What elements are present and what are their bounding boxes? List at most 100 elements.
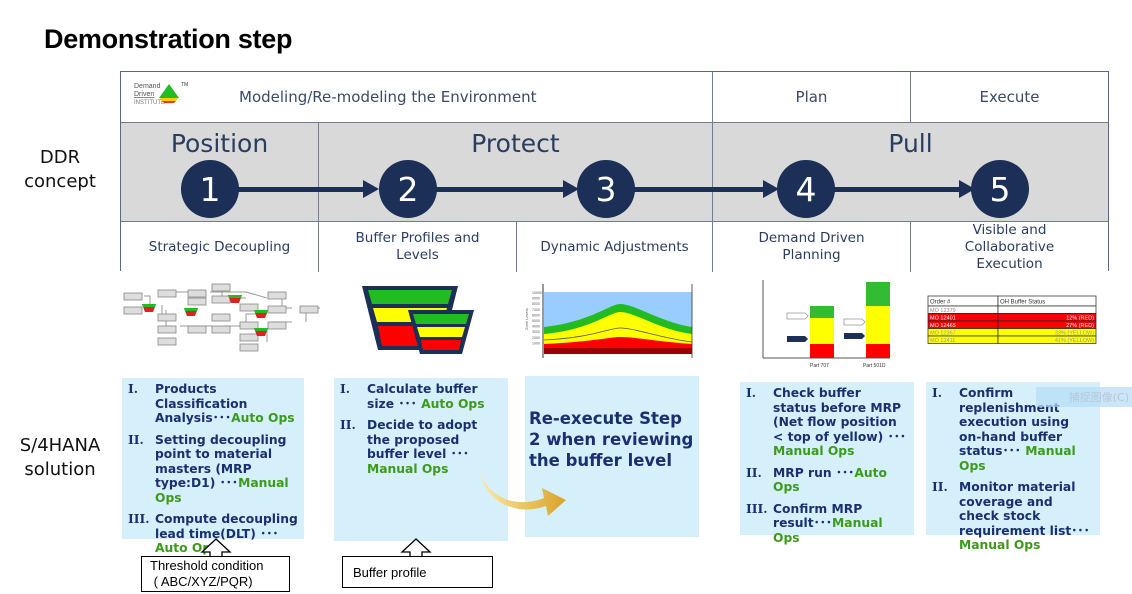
order-table-buffer-status: 41% (YELLOW) <box>1055 338 1094 344</box>
solution-item-number: III. <box>128 511 150 526</box>
buffer-large-green <box>368 290 452 304</box>
step-label-3: Dynamic Adjustments <box>517 221 713 272</box>
buffer-small-red <box>421 340 461 350</box>
solution-item-text: Products Classification Analysis･･･Auto … <box>155 382 298 426</box>
solution-item: II. Decide to adopt the proposed buffer l… <box>340 417 502 476</box>
zone-tick-label: 9000 <box>532 297 540 301</box>
step-label-2: Buffer Profiles and Levels <box>319 221 517 272</box>
row-label-s4hana-solution: S/4HANA solution <box>6 434 114 482</box>
solution-item-description: MRP run <box>773 465 832 480</box>
solution-item-number: II. <box>128 431 144 447</box>
zone-tick-label: 6000 <box>532 313 540 317</box>
solution-item-description: Products Classification Analysis <box>155 382 248 425</box>
callout-pointer-threshold <box>200 538 232 558</box>
curved-arrow-shape <box>480 474 566 516</box>
solution-item-number: I. <box>128 381 139 396</box>
part501d-red <box>866 344 890 358</box>
solution-item-text: Calculate buffer size ･･･ Auto Ops <box>367 382 502 411</box>
solution-item-separator: ･･･ <box>883 429 911 444</box>
solution-item-number: II. <box>746 464 762 480</box>
solution-item-separator: ･･･ <box>831 465 855 480</box>
solution-item-separator: ･･･ <box>813 516 833 530</box>
order-table-buffer-status: 12% (RED) <box>1066 316 1094 322</box>
logo-triangle-green <box>159 84 179 98</box>
order-table-header-text: OH Buffer Status <box>1000 300 1045 306</box>
row-label-line: concept <box>24 171 96 192</box>
solution-item-number: II. <box>340 417 356 432</box>
solution-item-description: Setting decoupling point to material mas… <box>155 432 287 491</box>
solution-box-planning: I.Check buffer status before MRP (Net fl… <box>740 382 914 545</box>
solution-item-separator: ･･･ <box>212 411 232 425</box>
callout-threshold-line1: Threshold condition <box>150 558 264 573</box>
arrow-1-2 <box>237 187 365 192</box>
solution-item-description: Confirm MRP result <box>773 501 863 531</box>
zone-flow-line <box>543 327 693 343</box>
arrow-4-5 <box>833 187 961 192</box>
row-label-line: solution <box>24 459 96 480</box>
order-table-row-cell <box>997 335 1097 344</box>
step-label-text: Strategic Decoupling <box>148 238 291 255</box>
part707-label: Part 707 <box>810 363 829 369</box>
solution-item-description: Decide to adopt the proposed buffer leve… <box>367 418 478 461</box>
step-label-1: Strategic Decoupling <box>121 221 319 272</box>
part707-top-marker <box>786 312 809 320</box>
part707-green <box>810 306 834 318</box>
solution-item-ops-type: Manual Ops <box>959 538 1041 552</box>
phase-protect-label: Protect <box>471 129 560 158</box>
solution-item-text: Confirm MRP result･･･Manual Ops <box>773 502 908 546</box>
solution-box-position: I.Products Classification Analysis･･･Aut… <box>122 378 304 555</box>
arrow-2-3-head <box>563 180 579 198</box>
solution-item-separator: ･･･ <box>1071 523 1090 538</box>
header-modeling-label: Modeling/Re-modeling the Environment <box>239 88 537 106</box>
solution-item-text: Decide to adopt the proposed buffer leve… <box>367 418 502 476</box>
order-table-buffer-status: 27% (RED) <box>1066 323 1094 329</box>
buffer-small-green <box>413 314 469 324</box>
solution-item-text: Monitor material coverage and check stoc… <box>959 480 1094 553</box>
logo-text-driven: Driven <box>134 91 154 98</box>
zone-tick-label: 3000 <box>532 330 540 334</box>
part501d-netflow-marker <box>844 333 865 339</box>
logo-text-institute: INSTITUTE <box>134 100 165 106</box>
solution-item-separator: ･･･ <box>215 476 239 490</box>
solution-item-separator: ･･･ <box>394 396 422 411</box>
capture-image-button[interactable]: 捕捉图像(C) <box>1036 387 1132 407</box>
zone-axis-label: Zone Levels <box>524 308 529 330</box>
arrow-3-4-head <box>763 180 779 198</box>
solution-item-text: Setting decoupling point to material mas… <box>155 433 298 506</box>
zone-tick-label: 2000 <box>532 336 540 340</box>
ddi-logo: Demand Driven INSTITUTE TM <box>133 78 203 112</box>
solution-item: I.Confirm replenishment execution using … <box>932 385 1094 473</box>
solution-item-description: Monitor material coverage and check stoc… <box>959 480 1076 538</box>
demand-driven-planning-chart: Part 707 Part 501D <box>762 280 890 369</box>
header-plan-label: Plan <box>795 88 828 106</box>
step-label-text: Dynamic Adjustments <box>540 238 689 255</box>
callout-buffer-profile-text: Buffer profile <box>353 565 427 580</box>
step-label-text: Visible and Collaborative Execution <box>964 221 1055 272</box>
solution-item-separator: ･･･ <box>255 526 283 541</box>
arrow-2-3 <box>435 187 565 192</box>
zone-base <box>544 348 692 354</box>
solution-item-ops-type: Manual Ops <box>155 476 289 505</box>
capture-image-label: 捕捉图像(C) <box>1068 391 1129 404</box>
zone-tick-label: 8000 <box>532 302 540 306</box>
solution-item-text: MRP run ･･･Auto Ops <box>773 466 908 495</box>
dynamic-adjustment-chart: Zone Levels 1000090008000700060005000400… <box>524 284 693 358</box>
phase-position-label: Position <box>170 129 269 158</box>
order-table-buffer-status: 33% (YELLOW) <box>1055 331 1094 337</box>
solution-item-description: Calculate buffer size <box>367 382 478 411</box>
step-circle-2: 2 <box>379 160 437 218</box>
part707-netflow-marker <box>787 336 808 342</box>
buffer-profiles-illustration <box>362 286 474 354</box>
order-table-order-number: MO 12465 <box>930 323 956 329</box>
row-label-line: S/4HANA <box>19 435 101 456</box>
step-circle-1: 1 <box>181 160 239 218</box>
solution-item: III.Confirm MRP result･･･Manual Ops <box>746 501 908 546</box>
solution-item-ops-type: Auto Ops <box>231 411 295 425</box>
phase-pull-label: Pull <box>888 129 933 158</box>
solution-item-ops-type: Manual Ops <box>773 516 883 545</box>
solution-item-text: Check buffer status before MRP (Net flow… <box>773 386 908 459</box>
solution-item-number: I. <box>340 381 351 396</box>
order-table-order-number: MO 12367 <box>930 331 956 337</box>
